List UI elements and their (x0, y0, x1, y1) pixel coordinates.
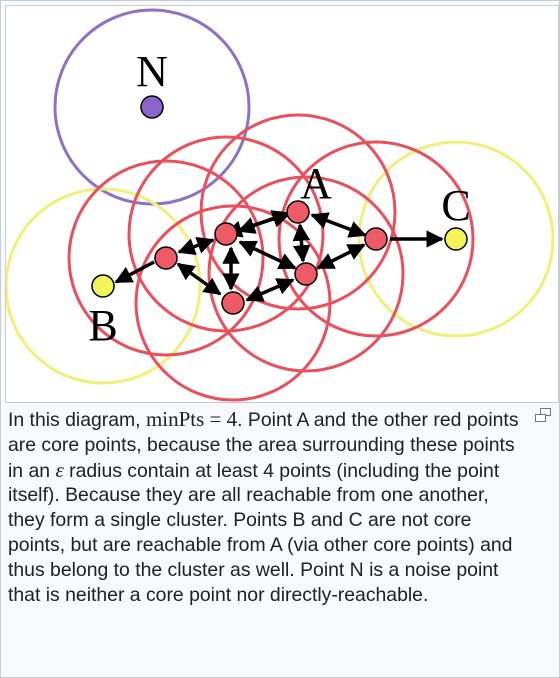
caption-text: . Point A and the other red points are c… (8, 409, 519, 482)
reach-arrow (310, 212, 367, 238)
label-c: C (441, 181, 470, 230)
reach-arrow (292, 223, 311, 263)
label-b: B (88, 301, 117, 350)
core-point (221, 291, 245, 315)
label-n: N (136, 47, 168, 96)
core-point (154, 246, 178, 270)
border-point-c (444, 227, 468, 251)
reach-arrow (245, 278, 295, 302)
caption-text: In this diagram, (8, 409, 146, 431)
reach-arrow (238, 240, 297, 270)
enlarge-icon[interactable] (535, 408, 551, 422)
caption-math-minpts: minPts = 4 (145, 407, 238, 431)
core-point-a (286, 200, 310, 224)
noise-point-n (140, 95, 164, 119)
core-point (214, 222, 238, 246)
border-point-b (91, 274, 115, 298)
figure-caption: In this diagram, minPts = 4. Point A and… (8, 407, 528, 607)
reach-arrow-to-b (114, 260, 155, 284)
caption-math-epsilon: ε (55, 457, 64, 482)
reach-arrow (176, 262, 222, 296)
core-point (294, 262, 318, 286)
diagram-svg: N A B C (4, 8, 555, 402)
label-a: A (300, 159, 332, 208)
reach-arrow (237, 210, 290, 234)
core-radius-ring (134, 204, 332, 402)
core-radius-ring (277, 140, 475, 338)
caption-text: radius contain at least 4 points (includ… (8, 459, 513, 606)
core-point (364, 227, 388, 251)
dbscan-diagram: N A B C (4, 5, 559, 403)
reach-arrow (177, 236, 215, 256)
reach-arrow (316, 243, 366, 270)
border-radius-ring-c (357, 140, 555, 338)
